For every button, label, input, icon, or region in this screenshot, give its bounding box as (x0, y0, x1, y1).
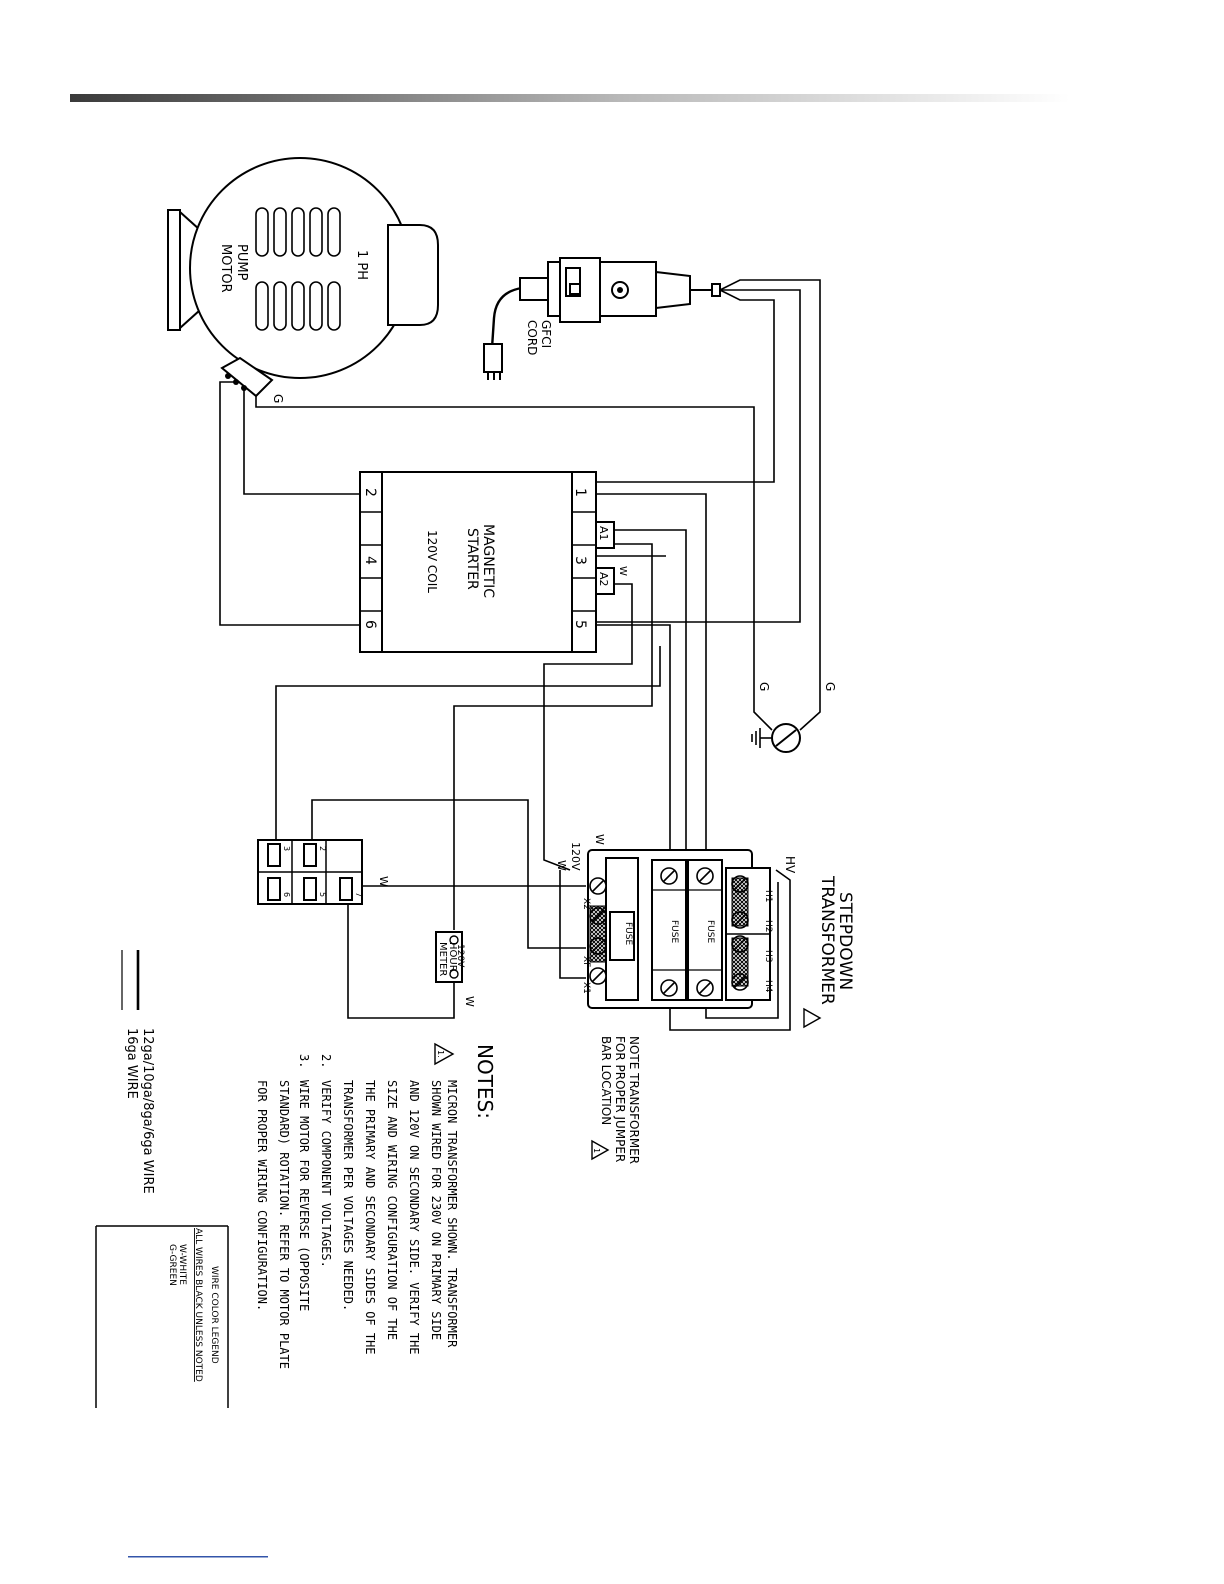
warning-triangle-icon: 1. (434, 1042, 455, 1066)
h4-label: H4 (763, 980, 773, 993)
secondary-w-label-2: W (555, 860, 568, 871)
timer-terminal-6: 6 (282, 892, 291, 897)
header-rule (70, 94, 1070, 102)
notes-heading: NOTES: (473, 1044, 497, 1119)
gfci-label-2: CORD (525, 320, 539, 355)
hour-meter-label-2: METER (437, 942, 448, 976)
starter-terminal-4: 4 (362, 556, 378, 565)
wiring (219, 279, 821, 1031)
g-label-left: G (757, 682, 771, 691)
starter-terminal-3: 3 (572, 556, 588, 565)
note-3-line-1: WIRE MOTOR FOR REVERSE (OPPOSITE (297, 1080, 311, 1311)
note-1-line-6: TRANSFORMER PER VOLTAGES NEEDED. (341, 1080, 355, 1311)
motor-name-label-2: MOTOR (218, 244, 233, 293)
stepdown-transformer: STEPDOWN TRANSFORMER HV H1 H2 H3 H4 FUSE… (555, 834, 855, 1029)
jumper-bar-h1-h2 (731, 877, 749, 927)
h2-label: H2 (763, 920, 773, 933)
hour-meter: HOUR METER 120V W (435, 931, 476, 1007)
timer-terminal-7: 7 (354, 892, 363, 897)
starter-coil-label: 120V COIL (425, 530, 439, 593)
fuse-label-3: FUSE (623, 922, 633, 945)
transformer-title-2: TRANSFORMER (817, 875, 837, 1005)
color-legend-title: WIRE COLOR LEGEND (209, 1266, 219, 1364)
starter-a1-label: A1 (597, 526, 610, 541)
magnetic-starter: MAGNETIC STARTER 120V COIL 1 2 3 4 5 6 A… (359, 471, 628, 653)
gfci-cord: GFCI CORD (483, 257, 721, 380)
note-2-number: 2. (319, 1054, 333, 1068)
starter-terminal-6: 6 (362, 620, 378, 629)
h1-label: H1 (763, 890, 773, 903)
g-label-right: G (823, 682, 837, 691)
hv-label: HV (783, 856, 797, 874)
g-label-motor: G (271, 394, 285, 403)
light-wire-label: 16ga WIRE (124, 1028, 139, 1099)
footer-link-rule (128, 1556, 268, 1558)
timer-w-label: W (377, 876, 390, 887)
secondary-120v-label: 120V (569, 842, 582, 871)
warning-triangle-icon: 1 (591, 1139, 610, 1161)
meter-w-label: W (463, 996, 476, 1007)
x2-label: X2 (581, 898, 591, 910)
fuse-label-1: FUSE (705, 920, 715, 943)
hour-meter-voltage: 120V (455, 944, 465, 968)
starter-terminal-1: 1 (572, 488, 588, 497)
starter-a2-label: A2 (597, 572, 610, 587)
timer-terminal-2: 2 (318, 846, 327, 851)
svg-text:1.: 1. (436, 1050, 445, 1058)
notes-block: NOTES: 1. MICRON TRANSFORMER SHOWN. TRAN… (255, 1042, 497, 1369)
ground-symbol (751, 723, 801, 753)
xf-label: XF (581, 956, 591, 967)
jumper-bar-secondary (589, 905, 607, 963)
jumper-bar-h3-h4 (731, 937, 749, 987)
h3-label: H3 (763, 950, 773, 963)
note-1-line-2: SHOWN WIRED FOR 230V ON PRIMARY SIDE (429, 1080, 443, 1340)
starter-title-2: STARTER (464, 528, 480, 590)
note-3-number: 3. (297, 1054, 311, 1068)
note-2-line-1: VERIFY COMPONENT VOLTAGES. (319, 1080, 333, 1268)
transformer-title-1: STEPDOWN (835, 892, 855, 990)
x1-label: X1 (581, 982, 591, 994)
secondary-w-label-1: W (593, 834, 606, 845)
note-1-line-5: THE PRIMARY AND SECONDARY SIDES OF THE (363, 1080, 377, 1355)
pump-motor: 1 PH PUMP MOTOR (167, 157, 439, 398)
timer-terminal-5: 5 (318, 892, 327, 897)
transformer-note-line-3: BAR LOCATION (599, 1036, 613, 1125)
color-legend-white: W-WHITE (177, 1244, 187, 1285)
note-3-line-3: FOR PROPER WIRING CONFIGURATION. (255, 1080, 269, 1311)
transformer-note: NOTE TRANSFORMER FOR PROPER JUMPER BAR L… (591, 1036, 641, 1164)
gfci-label-1: GFCI (539, 320, 553, 348)
note-1-line-3: AND 120V ON SECONDARY SIDE. VERIFY THE (407, 1080, 421, 1355)
motor-name-label-1: PUMP (234, 244, 249, 281)
note-1-line-1: MICRON TRANSFORMER SHOWN. TRANSFORMER (445, 1080, 459, 1348)
hour-meter-label-1: HOUR (447, 942, 458, 972)
note-1-line-4: SIZE AND WIRING CONFIGURATION OF THE (385, 1080, 399, 1340)
wire-gauge-key: 12ga/10ga/8ga/6ga WIRE 16ga WIRE (121, 950, 155, 1194)
timer-terminal-3: 3 (282, 846, 291, 851)
motor-vents (255, 207, 341, 331)
timer-terminal-block: 3 2 6 5 7 W (257, 839, 390, 905)
transformer-note-line-2: FOR PROPER JUMPER (613, 1036, 627, 1162)
motor-phase-label: 1 PH (354, 250, 369, 280)
wire-color-legend: WIRE COLOR LEGEND ALL WIRES BLACK UNLESS… (95, 1225, 229, 1408)
starter-terminal-2: 2 (362, 488, 378, 497)
starter-title-1: MAGNETIC (480, 524, 496, 598)
warning-triangle-icon (803, 1007, 822, 1029)
color-legend-subtitle: ALL WIRES BLACK UNLESS NOTED (193, 1228, 203, 1382)
fuse-label-2: FUSE (669, 920, 679, 943)
coil-w-label: W (617, 566, 628, 576)
note-3-line-2: STANDARD) ROTATION. REFER TO MOTOR PLATE (277, 1080, 291, 1369)
svg-text:1: 1 (592, 1148, 601, 1153)
transformer-note-line-1: NOTE TRANSFORMER (627, 1036, 641, 1164)
starter-terminal-5: 5 (572, 620, 588, 629)
color-legend-green: G-GREEN (167, 1244, 177, 1286)
heavy-wire-label: 12ga/10ga/8ga/6ga WIRE (140, 1028, 155, 1194)
